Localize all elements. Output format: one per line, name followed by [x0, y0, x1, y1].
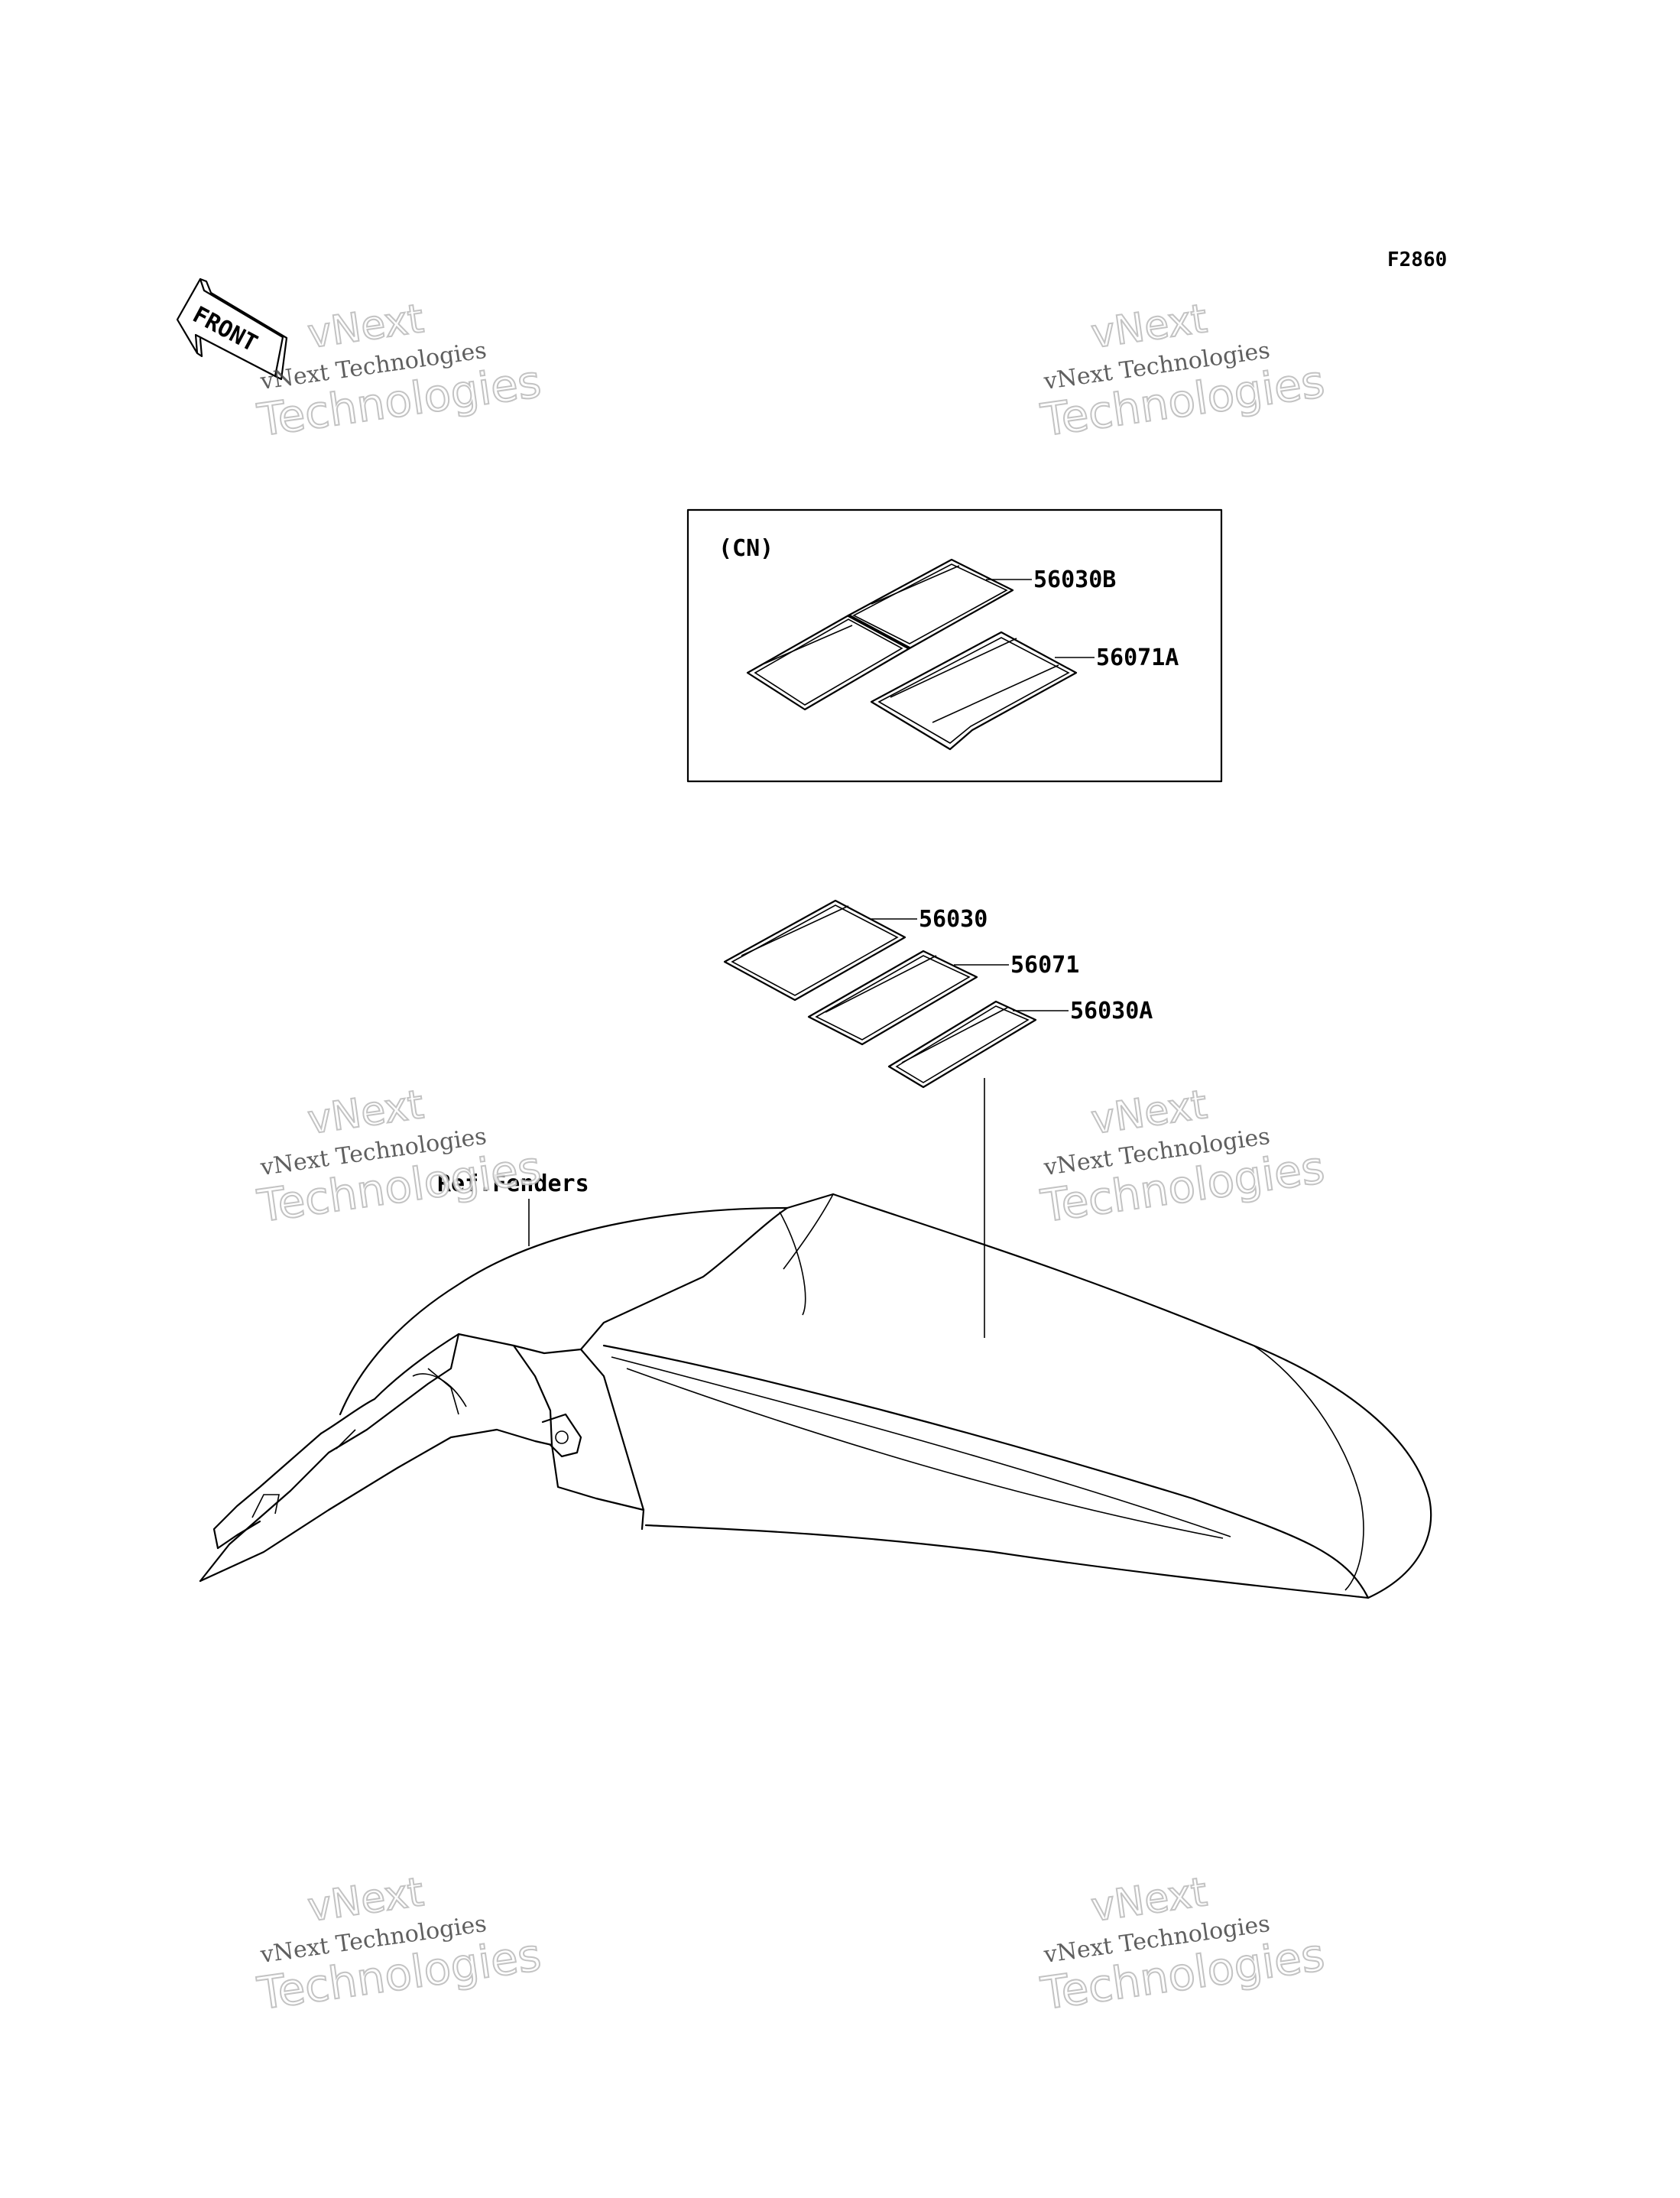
decal-56030b	[746, 558, 1014, 711]
decal-56030a	[887, 1000, 1037, 1089]
inset-box: (CN) 56030B 56071A	[686, 508, 1223, 783]
watermark-3: vNext vNext Technologies Technologies	[253, 1081, 544, 1233]
watermark-6: vNext vNext Technologies Technologies	[1036, 1868, 1328, 2021]
decal-56030	[723, 899, 906, 1002]
front-arrow-label: FRONT	[188, 301, 261, 357]
part-number-56030a: 56030A	[1070, 998, 1153, 1024]
part-number-56030b: 56030B	[1033, 567, 1116, 593]
rear-fender	[199, 1193, 1432, 1599]
decal-56071	[807, 950, 978, 1046]
watermark-2: vNext vNext Technologies Technologies	[1036, 295, 1328, 447]
figure-code: F2860	[1387, 248, 1447, 271]
watermark-5: vNext vNext Technologies Technologies	[253, 1868, 544, 2021]
front-arrow-icon: FRONT	[176, 278, 288, 381]
watermark-1: vNext vNext Technologies Technologies	[253, 295, 544, 447]
decal-56071a	[870, 631, 1078, 751]
part-number-56071a: 56071A	[1096, 644, 1179, 671]
reference-label: Ref.Fenders	[437, 1170, 589, 1197]
part-number-56071: 56071	[1010, 952, 1079, 979]
inset-region-label: (CN)	[718, 535, 774, 562]
part-number-56030: 56030	[919, 906, 988, 933]
watermark-4: vNext vNext Technologies Technologies	[1036, 1081, 1328, 1233]
